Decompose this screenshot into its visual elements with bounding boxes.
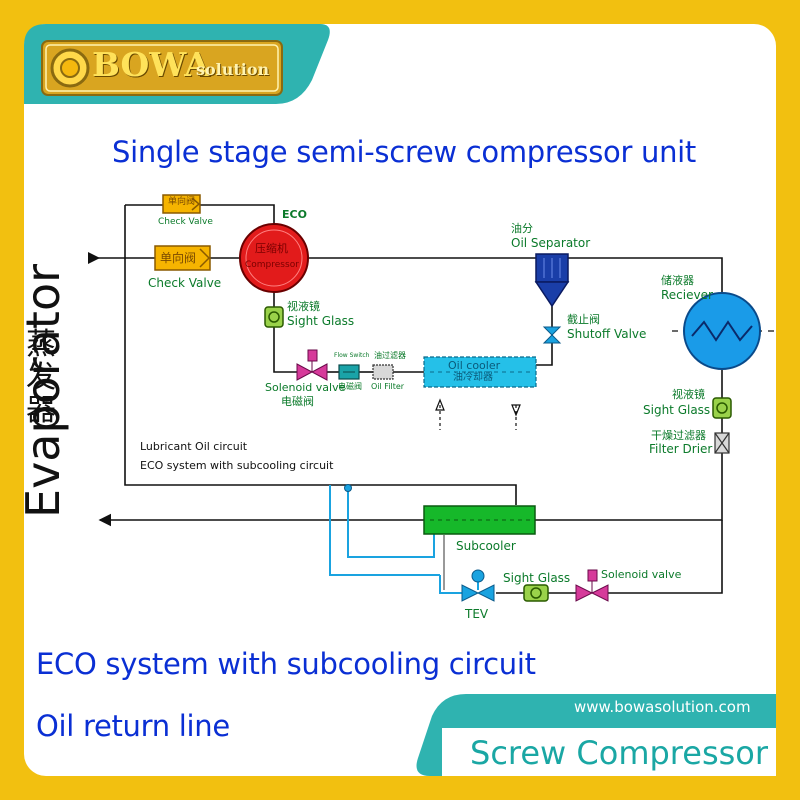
sight-glass-right-icon [712,397,732,419]
logo-badge [41,40,283,96]
sight-glass-left-label: Sight Glass [287,314,355,328]
filter-drier-cn: 干燥过滤器 [651,429,706,442]
legend-oil-circuit: Lubricant Oil circuit [140,440,248,453]
shutoff-valve-icon [542,326,562,344]
sight-glass-left-icon [264,306,284,328]
shutoff-valve-label: Shutoff Valve [567,327,647,341]
receiver-cn: 储液器 [661,274,694,287]
white-panel [24,24,776,776]
oil-cooler-label: Oil cooler [448,359,501,372]
compressor-label-cn: 压缩机 [255,242,288,255]
sight-glass-right-label: Sight Glass [643,403,711,417]
oil-separator-label: Oil Separator [511,236,591,250]
logo-suffix: solution [196,60,270,79]
oil-filter-cn: 油过滤器 [374,351,406,360]
flow-switch-cn: 电磁阀 [338,382,362,391]
oil-filter-label: Oil Filter [371,382,405,391]
check-valve-main-cn: 单向阀 [160,251,197,265]
solenoid-valve-bottom-label: Solenoid valve [601,568,682,581]
legend-eco-circuit: ECO system with subcooling circuit [140,459,334,472]
oil-cooler-cn: 油冷却器 [453,372,493,383]
check-valve-top-label: Check Valve [158,217,213,227]
solenoid-valve-oil-cn: 电磁阀 [281,395,314,408]
footer-white-strip [442,728,776,776]
website-url: www.bowasolution.com [574,698,751,716]
sight-glass-bottom-label: Sight Glass [503,571,571,585]
filter-drier-label: Filter Drier [649,442,713,456]
logo-text: BOWA [92,45,210,84]
caption-eco-system: ECO system with subcooling circuit [36,647,536,681]
sight-glass-bottom-icon [523,584,549,602]
compressor-icon [239,223,309,293]
shutoff-valve-cn: 截止阀 [567,313,600,326]
footer-title: Screw Compressor [470,734,769,772]
sight-glass-left-cn: 视液镜 [287,300,320,313]
receiver-label: Reciever [661,288,713,302]
evaporator-inlet-arrow [88,252,100,264]
check-valve-main-label: Check Valve [148,276,222,290]
compressor-label-en: Compressor [245,260,299,270]
evaporator-label-cn: 蒸发器 [26,327,56,428]
diagram-title: Single stage semi-screw compressor unit [112,135,696,169]
tev-label: TEV [465,607,489,621]
oil-separator-cn: 油分 [511,222,533,235]
oil-filter-icon [372,364,394,380]
check-valve-top-cn: 单向阀 [168,197,196,207]
caption-oil-return: Oil return line [36,709,230,743]
eco-label: ECO [282,208,307,221]
subcooler-label: Subcooler [456,539,516,553]
sight-glass-right-cn: 视液镜 [672,388,705,401]
tev-icon [461,584,495,602]
flow-switch-label: Flow Switch [334,352,370,359]
solenoid-valve-oil-label: Solenoid valve [265,381,346,394]
